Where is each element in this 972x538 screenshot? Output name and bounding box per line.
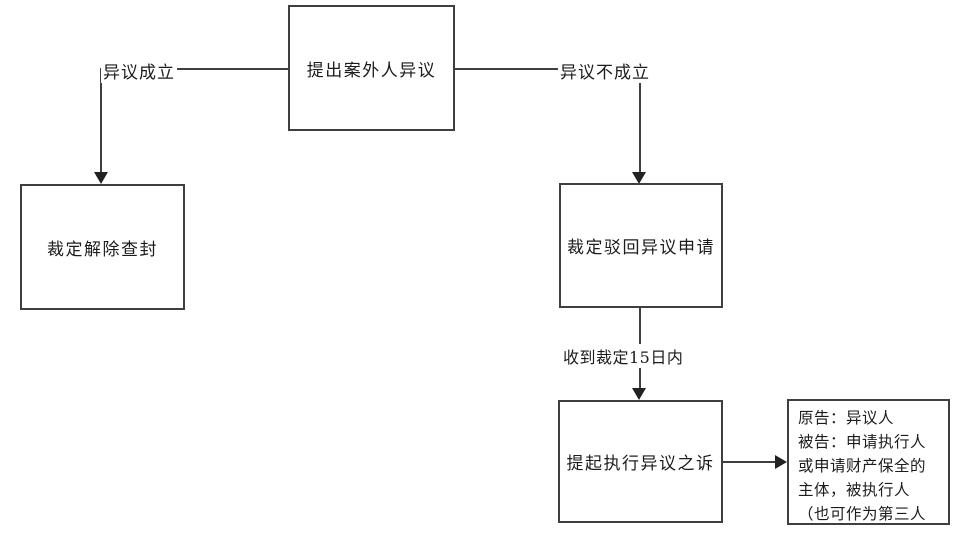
parties-line-subject-executee: 主体，被执行人 bbox=[798, 481, 911, 499]
connector-top-to-right-horizontal bbox=[455, 68, 641, 70]
edge-label-objection-not-established: 异议不成立 bbox=[558, 58, 652, 83]
parties-line-preservation-applicant: 或申请财产保全的 bbox=[798, 457, 927, 475]
edge-label-objection-established: 异议成立 bbox=[101, 58, 177, 83]
edge-label-deadline-15-days: 收到裁定15日内 bbox=[561, 344, 686, 368]
connector-top-to-left-vertical bbox=[100, 68, 102, 173]
node-ruling-reject-objection: 裁定驳回异议申请 bbox=[559, 183, 723, 308]
connector-top-to-left-horizontal bbox=[101, 68, 288, 70]
connector-top-to-right-vertical bbox=[639, 68, 641, 173]
arrow-down-icon bbox=[632, 172, 646, 184]
arrow-down-icon bbox=[94, 172, 108, 184]
node-raise-outsider-objection: 提出案外人异议 bbox=[288, 5, 455, 131]
node-ruling-lift-seizure: 裁定解除查封 bbox=[20, 184, 185, 310]
parties-line-defendant: 被告：申请执行人 bbox=[798, 433, 927, 451]
parties-line-plaintiff: 原告：异议人 bbox=[798, 409, 895, 427]
arrow-right-icon bbox=[775, 455, 787, 469]
node-lawsuit-parties: 原告：异议人 被告：申请执行人 或申请财产保全的 主体，被执行人 （也可作为第三… bbox=[787, 399, 950, 525]
parties-line-third-party: （也可作为第三人 bbox=[798, 505, 927, 523]
arrow-down-icon bbox=[632, 388, 646, 400]
node-file-execution-objection-lawsuit: 提起执行异议之诉 bbox=[558, 400, 723, 523]
connector-lawsuit-to-parties bbox=[723, 461, 777, 463]
